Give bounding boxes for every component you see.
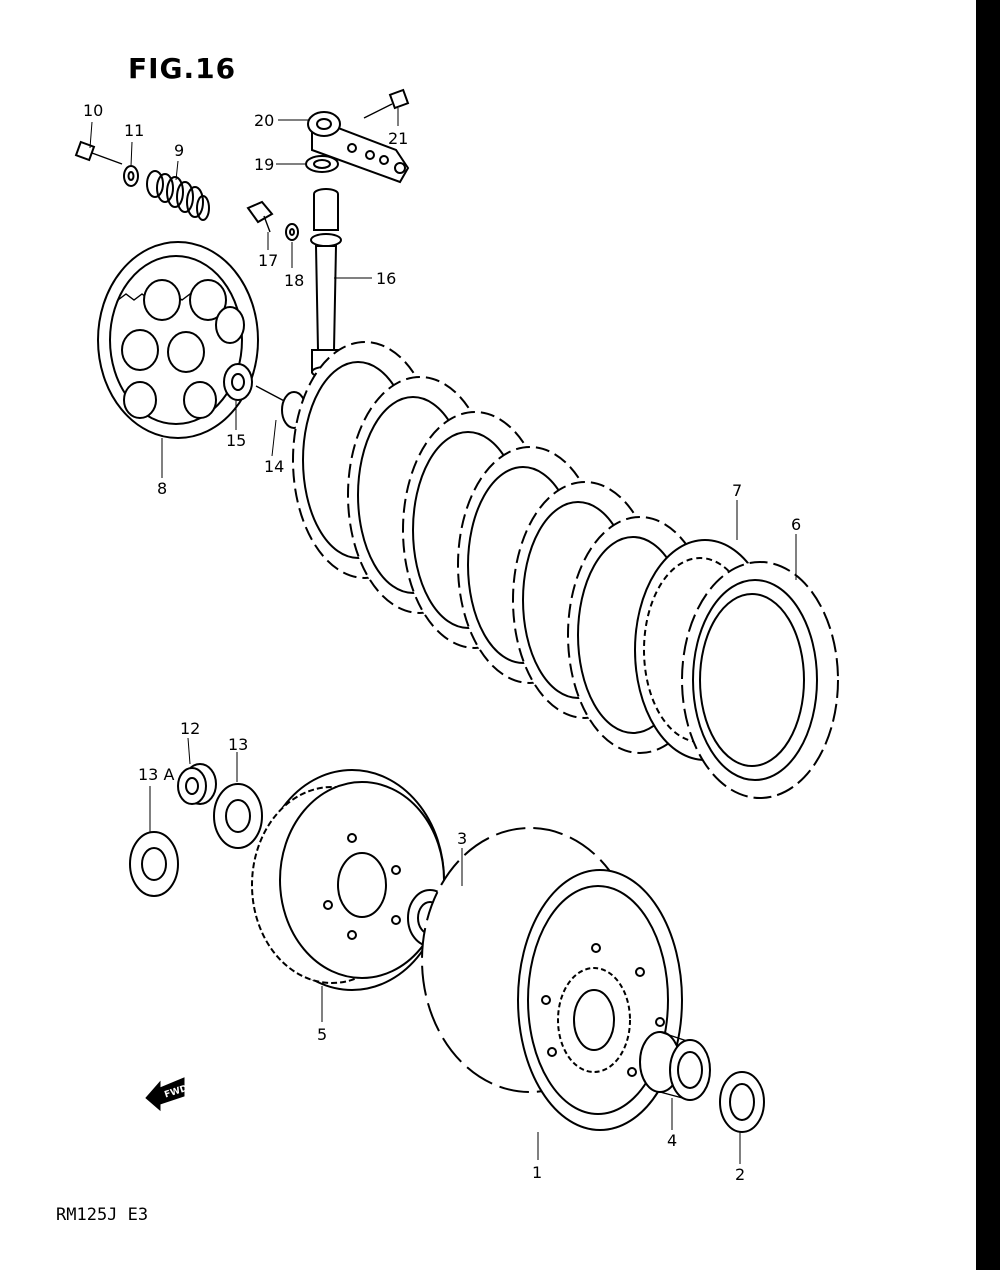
thrust-washer-2 (719, 1071, 765, 1133)
bushing-12 (177, 763, 217, 805)
callout-20: 20 (254, 111, 274, 130)
bolt-21 (363, 88, 410, 119)
callout-3: 3 (457, 829, 467, 848)
callout-16: 16 (376, 269, 396, 288)
callout-labels: 10 11 9 20 21 19 17 18 16 15 14 8 7 6 12… (83, 101, 801, 1184)
oil-seal-19 (305, 155, 339, 173)
callout-14: 14 (264, 457, 284, 476)
clutch-housing-1 (421, 827, 683, 1131)
callout-15: 15 (226, 431, 246, 450)
callout-9: 9 (174, 141, 184, 160)
callout-7: 7 (732, 481, 742, 500)
release-shaft-16 (310, 188, 342, 378)
callout-19: 19 (254, 155, 274, 174)
thrust-washer-13 (213, 783, 263, 849)
callout-11: 11 (124, 121, 144, 140)
callout-17: 17 (258, 251, 278, 270)
needle-bearing-4 (639, 1031, 711, 1101)
figure-title: FIG.16 (128, 52, 237, 85)
fwd-arrow-icon: FWD (145, 1077, 189, 1112)
washer-11 (123, 165, 139, 187)
release-arm-20 (307, 111, 410, 184)
callout-1: 1 (532, 1163, 542, 1182)
callout-13a: 13 A (138, 765, 174, 784)
callout-8: 8 (157, 479, 167, 498)
screw-17 (246, 200, 274, 233)
callout-13: 13 (228, 735, 248, 754)
callout-18: 18 (284, 271, 304, 290)
spring-9 (146, 170, 210, 221)
callout-12: 12 (180, 719, 200, 738)
clutch-hub-5 (251, 769, 445, 991)
thrust-washer-13a (129, 831, 179, 897)
friction-plate-6 (681, 561, 839, 799)
scan-edge-bar (976, 0, 1000, 1270)
washer-18 (285, 223, 299, 241)
pressure-plate-8 (97, 241, 259, 439)
callout-2: 2 (735, 1165, 745, 1184)
callout-6: 6 (791, 515, 801, 534)
callout-21: 21 (388, 129, 408, 148)
callout-10: 10 (83, 101, 103, 120)
callout-4: 4 (667, 1131, 677, 1150)
bolt-10 (74, 140, 123, 165)
model-code: RM125J E3 (56, 1205, 149, 1225)
bearing-15 (223, 363, 253, 401)
callout-5: 5 (317, 1025, 327, 1044)
leader-lines (89, 108, 797, 1164)
